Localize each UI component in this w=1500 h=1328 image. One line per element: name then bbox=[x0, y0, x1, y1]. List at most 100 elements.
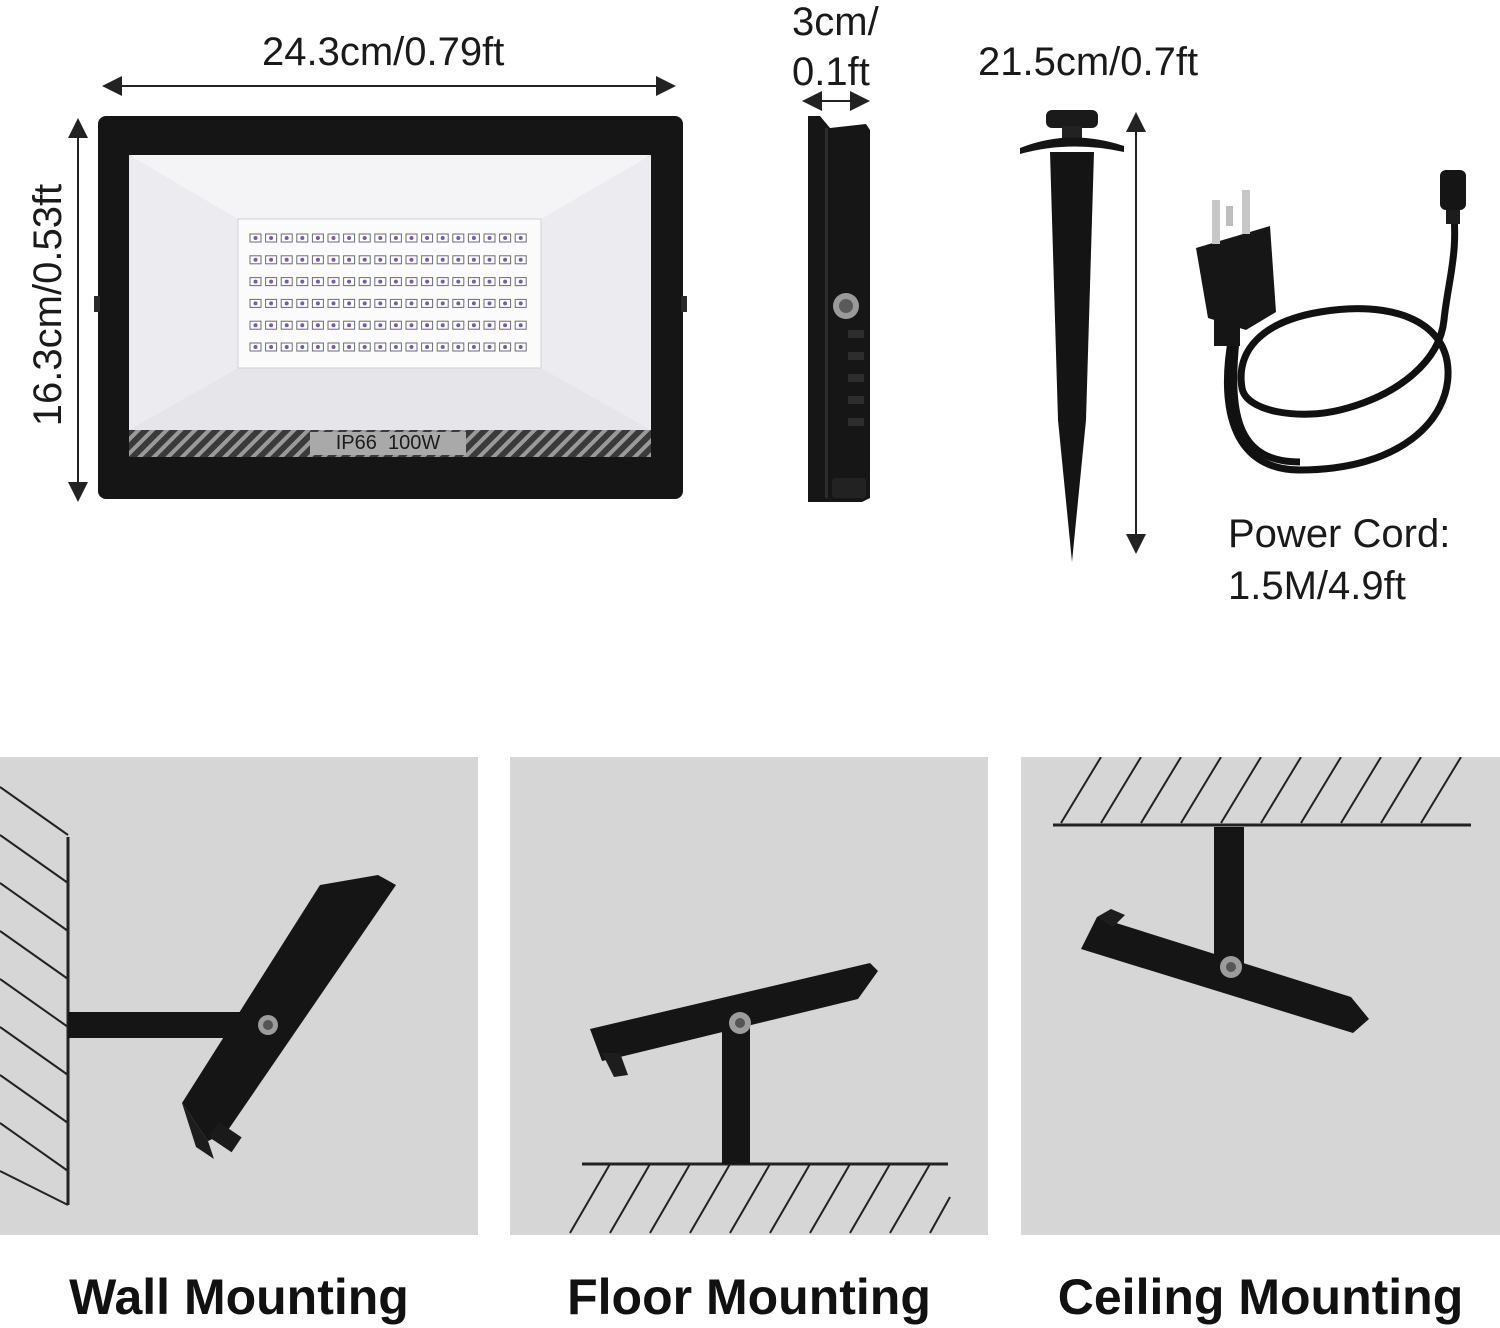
led-chip-emitter bbox=[409, 279, 414, 284]
led-chip-emitter bbox=[331, 279, 336, 284]
ceiling-mounting-panel bbox=[1021, 757, 1500, 1235]
led-chip-emitter bbox=[425, 301, 430, 306]
wall-mounting-illustration bbox=[0, 786, 396, 1206]
led-chip-emitter bbox=[425, 345, 430, 349]
floodlight-front-view bbox=[94, 116, 687, 499]
led-chip-emitter bbox=[503, 323, 508, 328]
led-chip-emitter bbox=[456, 345, 461, 349]
stake-length-label: 21.5cm/0.7ft bbox=[978, 40, 1199, 84]
led-chip-emitter bbox=[393, 236, 398, 240]
led-chip-emitter bbox=[456, 301, 461, 306]
led-chip-emitter bbox=[487, 323, 492, 328]
led-chip-emitter bbox=[471, 257, 476, 262]
led-chip-emitter bbox=[456, 323, 461, 328]
led-chip-emitter bbox=[393, 257, 398, 262]
led-chip-emitter bbox=[440, 279, 445, 284]
led-chip-emitter bbox=[284, 279, 289, 284]
led-chip-emitter bbox=[487, 279, 492, 284]
led-chip-emitter bbox=[518, 345, 523, 349]
led-chip-emitter bbox=[518, 323, 523, 328]
led-chip-emitter bbox=[456, 236, 461, 240]
led-chip-emitter bbox=[487, 257, 492, 262]
led-chip-emitter bbox=[503, 301, 508, 306]
led-chip-emitter bbox=[269, 345, 274, 349]
led-chip-emitter bbox=[331, 345, 336, 349]
led-chip-emitter bbox=[269, 301, 274, 306]
led-chip-emitter bbox=[378, 279, 383, 284]
led-chip-emitter bbox=[503, 257, 508, 262]
led-chip-emitter bbox=[362, 301, 367, 306]
led-chip-emitter bbox=[284, 301, 289, 306]
led-chip-emitter bbox=[393, 345, 398, 349]
led-chip-emitter bbox=[440, 236, 445, 240]
led-chip-emitter bbox=[518, 257, 523, 262]
led-chip-emitter bbox=[315, 257, 320, 262]
ground-stake bbox=[1020, 110, 1124, 562]
led-chip-emitter bbox=[331, 301, 336, 306]
led-chip-emitter bbox=[253, 236, 258, 240]
led-chip-emitter bbox=[378, 345, 383, 349]
led-chip-emitter bbox=[409, 323, 414, 328]
led-chip-emitter bbox=[300, 257, 305, 262]
led-chip-emitter bbox=[471, 301, 476, 306]
height-label: 16.3cm/0.53ft bbox=[26, 183, 70, 427]
led-chip-emitter bbox=[440, 323, 445, 328]
led-chip-emitter bbox=[487, 301, 492, 306]
led-chip-emitter bbox=[315, 236, 320, 240]
ceiling-mounting-illustration bbox=[1053, 757, 1471, 1033]
led-chip-emitter bbox=[518, 236, 523, 240]
rating-badge: IP66 100W bbox=[335, 432, 441, 454]
wall-mounting-panel bbox=[0, 757, 478, 1235]
led-chip-emitter bbox=[503, 236, 508, 240]
led-chip-emitter bbox=[331, 236, 336, 240]
depth-label-line1: 3cm/ bbox=[792, 0, 879, 44]
led-chip-emitter bbox=[378, 236, 383, 240]
led-chip-emitter bbox=[440, 301, 445, 306]
led-chip-emitter bbox=[347, 257, 352, 262]
led-chip-emitter bbox=[440, 345, 445, 349]
led-chip-emitter bbox=[253, 301, 258, 306]
led-chip-emitter bbox=[518, 301, 523, 306]
led-chip-emitter bbox=[378, 257, 383, 262]
led-chip-emitter bbox=[471, 279, 476, 284]
led-chip-emitter bbox=[409, 345, 414, 349]
led-chip-emitter bbox=[347, 279, 352, 284]
led-chip-emitter bbox=[471, 323, 476, 328]
led-chip-emitter bbox=[409, 257, 414, 262]
led-chip-emitter bbox=[409, 301, 414, 306]
led-chip-emitter bbox=[300, 323, 305, 328]
led-chip-emitter bbox=[425, 323, 430, 328]
led-array bbox=[249, 233, 527, 352]
led-chip-emitter bbox=[269, 236, 274, 240]
width-label: 24.3cm/0.79ft bbox=[262, 30, 505, 74]
led-chip-emitter bbox=[315, 301, 320, 306]
led-chip-emitter bbox=[347, 301, 352, 306]
led-chip-emitter bbox=[362, 236, 367, 240]
power-cord-length: 1.5M/4.9ft bbox=[1228, 564, 1406, 608]
led-chip-emitter bbox=[300, 279, 305, 284]
led-chip-emitter bbox=[378, 323, 383, 328]
led-chip-emitter bbox=[425, 236, 430, 240]
led-chip-emitter bbox=[362, 257, 367, 262]
floodlight-side-view bbox=[808, 116, 870, 502]
led-chip-emitter bbox=[393, 323, 398, 328]
led-chip-emitter bbox=[362, 279, 367, 284]
led-chip-emitter bbox=[253, 257, 258, 262]
led-chip-emitter bbox=[503, 345, 508, 349]
led-chip-emitter bbox=[300, 236, 305, 240]
led-chip-emitter bbox=[347, 323, 352, 328]
power-cord-illustration bbox=[1196, 170, 1466, 474]
led-chip-emitter bbox=[393, 279, 398, 284]
dimension-drawing bbox=[68, 76, 1466, 562]
led-chip-emitter bbox=[300, 301, 305, 306]
led-chip-emitter bbox=[253, 323, 258, 328]
led-chip-emitter bbox=[315, 279, 320, 284]
led-chip-emitter bbox=[253, 345, 258, 349]
led-chip-emitter bbox=[269, 257, 274, 262]
led-chip-emitter bbox=[284, 257, 289, 262]
led-chip-emitter bbox=[347, 345, 352, 349]
led-chip-emitter bbox=[331, 323, 336, 328]
led-chip-emitter bbox=[315, 345, 320, 349]
led-chip-emitter bbox=[362, 323, 367, 328]
led-chip-emitter bbox=[269, 323, 274, 328]
